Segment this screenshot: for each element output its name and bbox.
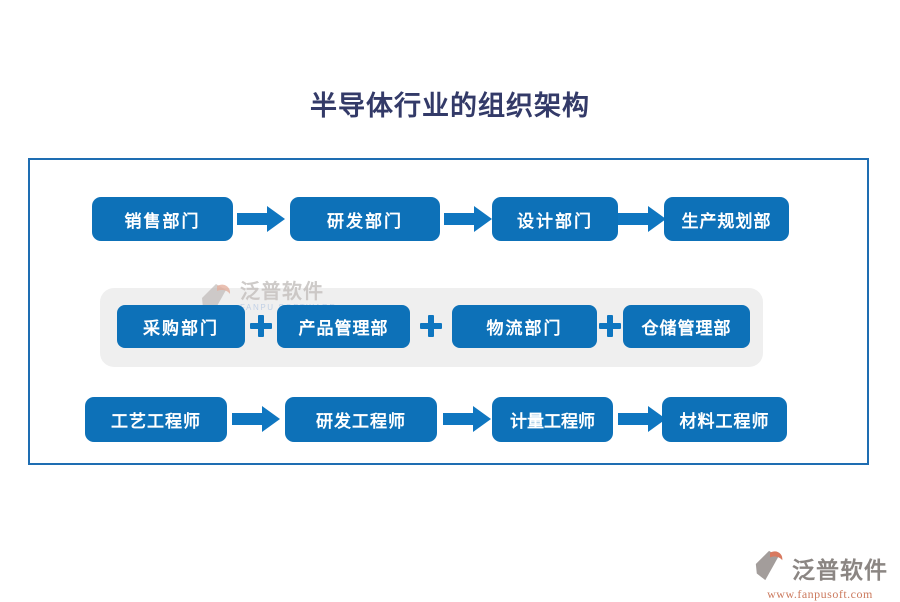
plus-icon [420,315,442,337]
box-product-management-dept: 产品管理部 [277,305,410,348]
box-warehouse-management-dept: 仓储管理部 [623,305,750,348]
fanpu-logo-icon [752,548,788,587]
plus-icon [599,315,621,337]
page-title: 半导体行业的组织架构 [310,91,590,121]
box-design-dept: 设计部门 [492,197,618,241]
box-metrology-engineer: 计量工程师 [492,397,613,442]
footer-logo: 泛普软件 www.fanpusoft.com [752,548,888,602]
box-rd-dept: 研发部门 [290,197,440,241]
footer-brand-text: 泛普软件 [792,557,888,583]
arrow-right-icon [618,206,666,232]
footer-url-text: www.fanpusoft.com [767,587,873,601]
box-sales-dept: 销售部门 [92,197,233,241]
box-logistics-dept: 物流部门 [452,305,597,348]
diagram-frame [28,158,869,465]
arrow-right-icon [443,406,491,432]
plus-icon [250,315,272,337]
box-procurement-dept: 采购部门 [117,305,245,348]
arrow-right-icon [618,406,666,432]
watermark-brand: 泛普软件 [240,281,324,303]
box-production-planning-dept: 生产规划部 [664,197,789,241]
box-process-engineer: 工艺工程师 [85,397,227,442]
arrow-right-icon [444,206,492,232]
arrow-right-icon [232,406,280,432]
arrow-right-icon [237,206,285,232]
box-materials-engineer: 材料工程师 [662,397,787,442]
box-rd-engineer: 研发工程师 [285,397,437,442]
